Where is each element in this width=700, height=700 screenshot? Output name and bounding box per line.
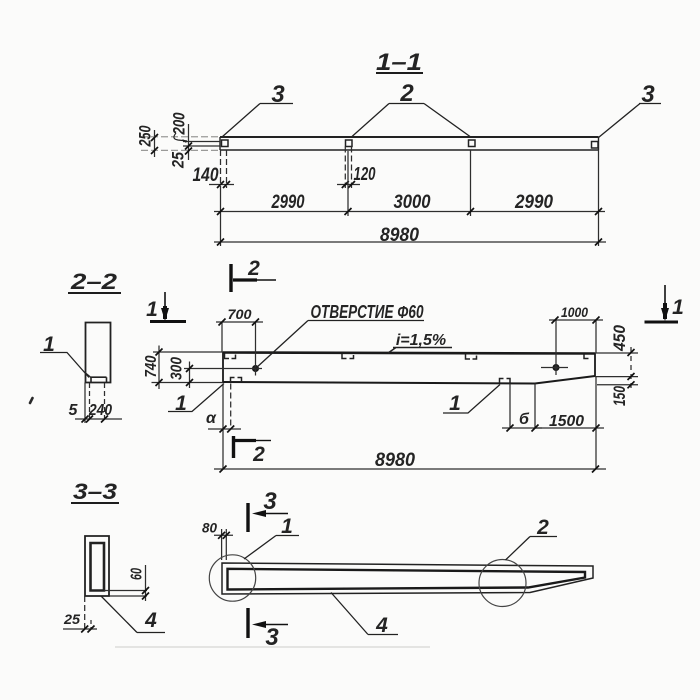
svg-text:140: 140 — [193, 165, 219, 186]
svg-text:б: б — [519, 411, 530, 428]
svg-text:2990: 2990 — [514, 192, 553, 213]
svg-text:1000: 1000 — [561, 304, 588, 320]
svg-text:4: 4 — [375, 614, 388, 637]
svg-text:80: 80 — [202, 520, 217, 536]
svg-text:250: 250 — [136, 125, 155, 147]
svg-text:1: 1 — [175, 392, 187, 415]
svg-text:2990: 2990 — [271, 192, 305, 213]
svg-text:α: α — [206, 410, 217, 427]
svg-text:3: 3 — [641, 81, 655, 108]
svg-text:8980: 8980 — [375, 450, 415, 471]
svg-text:2: 2 — [247, 257, 260, 280]
svg-text:1: 1 — [281, 515, 293, 538]
svg-text:3–3: 3–3 — [73, 479, 117, 504]
svg-text:740: 740 — [143, 355, 160, 377]
svg-text:1: 1 — [146, 298, 158, 321]
svg-text:2: 2 — [252, 443, 265, 466]
svg-text:150: 150 — [610, 386, 629, 406]
svg-text:1: 1 — [449, 392, 461, 415]
svg-text:1: 1 — [672, 296, 684, 319]
svg-text:300: 300 — [169, 357, 186, 380]
svg-text:700: 700 — [228, 306, 252, 322]
svg-text:i=1,5%: i=1,5% — [396, 332, 446, 349]
svg-text:1500: 1500 — [549, 413, 584, 430]
svg-text:2: 2 — [399, 80, 414, 107]
svg-text:200: 200 — [170, 112, 189, 135]
svg-text:1: 1 — [43, 333, 55, 356]
svg-text:1–1: 1–1 — [376, 49, 422, 76]
svg-text:3000: 3000 — [394, 192, 431, 213]
svg-text:25: 25 — [169, 152, 188, 169]
svg-text:240: 240 — [88, 402, 112, 419]
svg-text:8980: 8980 — [380, 225, 419, 246]
svg-text:450: 450 — [610, 325, 629, 352]
svg-text:3: 3 — [271, 81, 285, 108]
svg-text:3: 3 — [265, 624, 279, 651]
svg-text:ОТВЕРСТИЕ Φ60: ОТВЕРСТИЕ Φ60 — [311, 302, 424, 322]
svg-text:3: 3 — [263, 488, 277, 515]
svg-text:5: 5 — [69, 402, 79, 419]
svg-text:120: 120 — [354, 164, 376, 184]
svg-text:2–2: 2–2 — [70, 269, 118, 294]
svg-text:4: 4 — [144, 609, 157, 632]
svg-text:2: 2 — [536, 516, 549, 539]
svg-text:60: 60 — [129, 568, 146, 580]
svg-text:25: 25 — [63, 611, 80, 627]
